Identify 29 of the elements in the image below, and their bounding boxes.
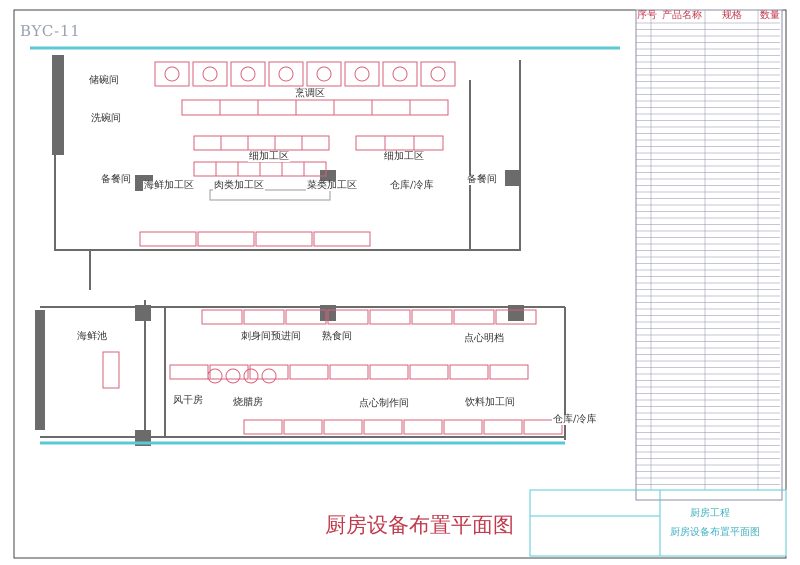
table-header: 产品名称: [662, 11, 702, 21]
room-label: 点心制作间: [358, 399, 410, 409]
room-label: 点心明档: [463, 334, 505, 344]
room-label: 饮料加工间: [464, 398, 516, 408]
title-block-text: 厨房设备布置平面图: [670, 528, 760, 538]
room-label: 刺身间: [240, 332, 272, 342]
room-label: 烹调区: [294, 89, 326, 99]
room-label: 熟食间: [321, 332, 353, 342]
table-header: 数量: [760, 11, 780, 21]
room-label: 仓库/冷库: [552, 415, 598, 425]
room-label: 备餐间: [100, 175, 132, 185]
room-label: 细加工区: [383, 152, 425, 162]
room-label: 风干房: [172, 396, 204, 406]
room-label: 洗碗间: [90, 114, 122, 124]
table-header: 序号: [637, 11, 657, 21]
room-label: 烧腊房: [232, 398, 264, 408]
room-label: 菜类加工区: [306, 181, 358, 191]
drawing-code: BYC-11: [20, 24, 81, 39]
room-label: 海鲜池: [76, 332, 108, 342]
room-label: 仓库/冷库: [389, 181, 434, 191]
room-label: 细加工区: [248, 152, 290, 162]
table-header: 规格: [722, 11, 742, 21]
room-label: 储碗间: [88, 76, 120, 86]
room-label: 海鲜加工区: [143, 181, 195, 191]
drawing-title: 厨房设备布置平面图: [325, 512, 514, 539]
room-label: 预进间: [270, 332, 302, 342]
title-block-text: 厨房工程: [690, 509, 730, 519]
room-label: 肉类加工区: [213, 181, 265, 191]
room-label: 备餐间: [466, 175, 498, 185]
